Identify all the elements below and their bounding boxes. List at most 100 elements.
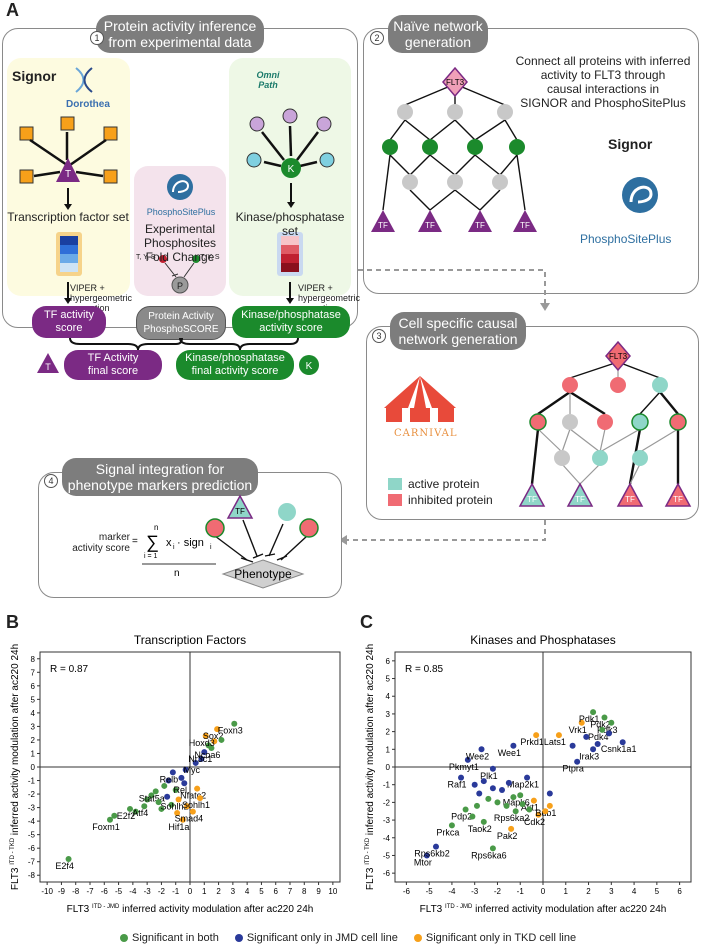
x-tick-label: 4 [632, 887, 637, 896]
data-point [192, 759, 199, 766]
data-point [423, 852, 430, 859]
data-point [601, 714, 608, 721]
x-tick-label: 6 [677, 887, 682, 896]
point-label: Ncoa6 [194, 750, 220, 760]
x-tick-label: 3 [231, 887, 236, 896]
svg-text:FLT3: FLT3 [446, 78, 465, 87]
y-tick-label: 1 [31, 749, 36, 758]
y-tick-label: 5 [386, 675, 391, 684]
svg-text:TF: TF [378, 221, 388, 230]
svg-text:TF: TF [575, 495, 585, 504]
y-tick-label: -5 [28, 831, 36, 840]
point-label: Lats1 [544, 737, 566, 747]
data-point [208, 745, 215, 752]
tf-scatter-chart: Transcription Factors-10-9-8-7-6-5-4-3-2… [10, 633, 341, 915]
data-point [517, 792, 524, 799]
y-axis-label: FLT3 ITD - TKD inferred activity modulat… [365, 644, 376, 890]
data-point [489, 765, 496, 772]
svg-text:n: n [154, 523, 158, 532]
dna-icon [75, 67, 93, 93]
y-tick-label: -4 [383, 834, 391, 843]
panel-letter-c: C [360, 612, 373, 632]
point-label: Cdk2 [524, 817, 545, 827]
point-label: Taok2 [468, 824, 492, 834]
svg-text:TF: TF [625, 495, 635, 504]
data-point [169, 769, 176, 776]
point-label: Pak2 [497, 831, 518, 841]
data-point [432, 843, 439, 850]
data-point [608, 719, 615, 726]
x-tick-label: -7 [86, 887, 94, 896]
point-label: E2f2 [117, 811, 136, 821]
formula: = n ∑ i = 1 x i · sign i n [132, 523, 216, 576]
signor-logo-2: Signor [608, 136, 653, 152]
omnipath-logo: Omni Path [256, 70, 280, 90]
data-point [181, 780, 188, 787]
point-label: Sox2 [203, 731, 224, 741]
x-tick-label: -5 [115, 887, 123, 896]
data-point [530, 797, 537, 804]
tf-target-icon [19, 116, 118, 210]
x-axis-label: FLT3 ITD - JMD inferred activity modulat… [67, 904, 314, 915]
x-tick-label: 2 [216, 887, 221, 896]
point-label: Rps6ka6 [471, 850, 507, 860]
point-label: Pdp2 [451, 811, 472, 821]
data-point [583, 733, 590, 740]
x-tick-label: -6 [101, 887, 109, 896]
y-axis-label: FLT3 ITD - TKD inferred activity modulat… [10, 644, 21, 890]
data-point [211, 738, 218, 745]
data-point [590, 746, 597, 753]
x-tick-label: 1 [564, 887, 569, 896]
data-point [144, 796, 151, 803]
data-point [194, 785, 201, 792]
y-tick-label: -2 [28, 790, 36, 799]
data-point [201, 749, 208, 756]
tf-letter: T [65, 169, 71, 180]
data-point [505, 779, 512, 786]
step1-number: 1 [90, 31, 104, 45]
data-point [510, 742, 517, 749]
carnival-label: CARNIVAL [394, 428, 458, 439]
data-point [546, 802, 553, 809]
point-label: Pdk3 [597, 725, 618, 735]
dorothea-logo: Dorothea [66, 99, 110, 110]
data-point [152, 788, 159, 795]
data-point [111, 812, 118, 819]
x-tick-label: 9 [316, 887, 321, 896]
residues-left: T, Y, S [136, 254, 156, 261]
legend-tkd: Significant only in TKD cell line [413, 932, 576, 944]
y-tick-label: 1 [386, 745, 391, 754]
data-point [132, 808, 139, 815]
point-label: Rps6kb2 [414, 849, 450, 859]
point-label: Map2k1 [507, 780, 539, 790]
point-label: Foxn3 [218, 726, 243, 736]
point-label: Irak3 [579, 751, 599, 761]
y-tick-label: -7 [28, 858, 36, 867]
legend-both: Significant in both [120, 932, 219, 944]
point-label: Mtor [414, 857, 432, 867]
kin-heat-column [277, 232, 303, 276]
data-point [476, 790, 483, 797]
x-tick-label: -4 [129, 887, 137, 896]
y-tick-label: 8 [31, 655, 36, 664]
phenotype-label: Phenotype [234, 567, 292, 581]
svg-text:=: = [132, 536, 138, 547]
tf-final-icon: T [37, 353, 59, 373]
y-tick-label: 7 [31, 668, 36, 677]
data-point [172, 787, 179, 793]
y-tick-label: 3 [386, 710, 391, 719]
data-point [197, 795, 203, 802]
r-value-label: R = 0.85 [405, 664, 444, 675]
data-point [478, 746, 485, 753]
data-point [161, 782, 168, 789]
point-label: Atf4 [132, 808, 148, 818]
x-tick-label: -9 [58, 887, 66, 896]
data-point [471, 781, 478, 788]
data-point [179, 816, 186, 823]
point-label: Wee1 [498, 748, 521, 758]
connector-arrows [339, 269, 550, 545]
